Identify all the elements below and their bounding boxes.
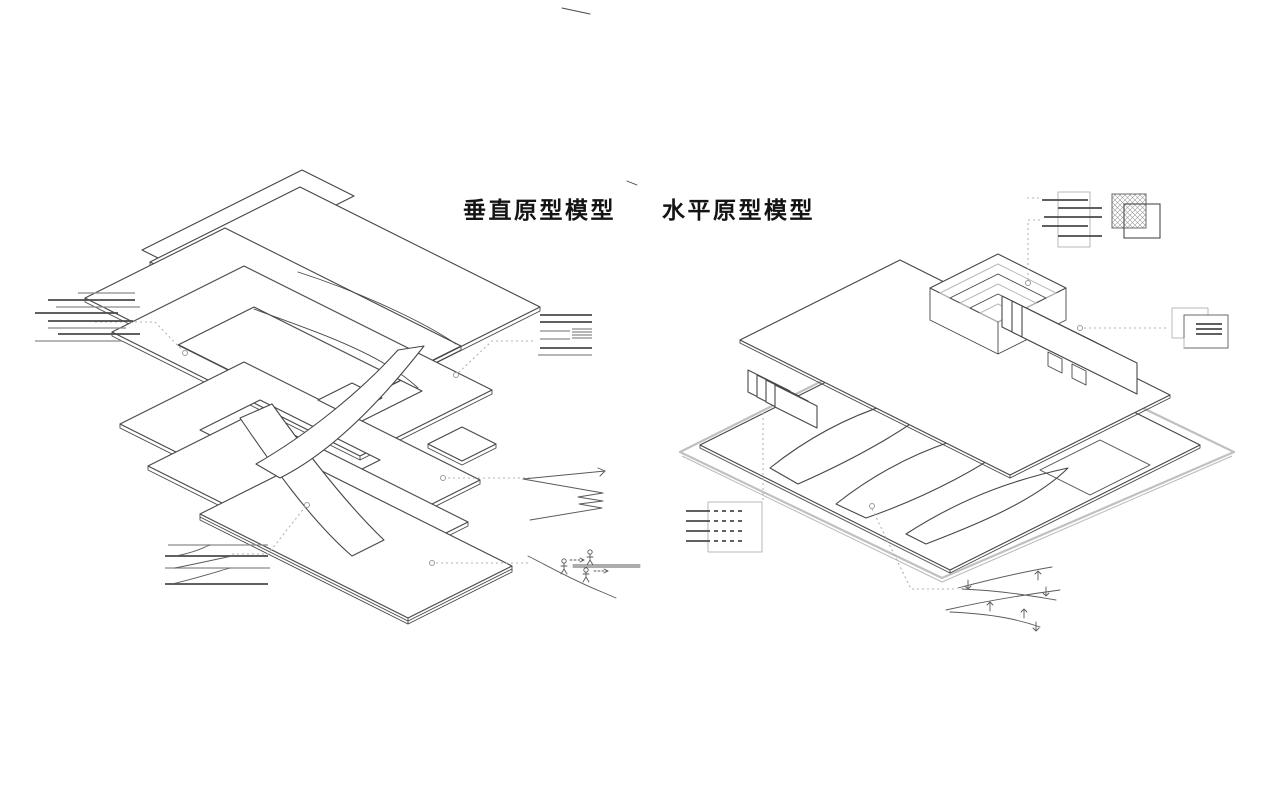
- person-figure: [560, 558, 568, 575]
- leader-line: [1027, 219, 1040, 280]
- plate-3-curve: [253, 308, 419, 389]
- stray-mark: [626, 180, 638, 186]
- text-note-left: [35, 292, 140, 342]
- hatched-squares-icon: [1111, 193, 1161, 239]
- connector-plate-thickness: [427, 443, 497, 466]
- horizontal-model-drawing: [678, 253, 1236, 583]
- arrowhead: [579, 557, 585, 563]
- vertical-model-title: 垂直原型模型: [463, 197, 616, 223]
- curved-flow-arrows-icon: [945, 566, 1061, 632]
- dashed-grid-panel-icon: [686, 501, 763, 553]
- ramp-curve: [175, 544, 211, 557]
- fin-notches: [1047, 351, 1087, 386]
- leader-dot: [1025, 280, 1031, 286]
- leader-dot: [453, 372, 459, 378]
- fin-walls-left: [747, 369, 818, 429]
- fin-wall: [1021, 305, 1138, 395]
- text-note-right: [538, 314, 592, 356]
- arrowhead: [603, 568, 609, 574]
- ramp-curve: [174, 555, 233, 569]
- overlapping-cards-icon: [1171, 307, 1229, 349]
- figures-on-slope-sketch-icon: [527, 549, 641, 599]
- plate-2-curve: [297, 271, 457, 345]
- flow-curve: [957, 566, 1053, 589]
- connector-plate: [427, 426, 497, 462]
- ladder-rungs: [1042, 199, 1102, 237]
- leader-dot: [429, 560, 435, 566]
- hatched-square: [1111, 193, 1147, 229]
- outline-square: [1123, 203, 1161, 239]
- panel-frame: [707, 501, 763, 553]
- curved-cutout: [905, 467, 1069, 545]
- ramp-curve: [171, 567, 231, 585]
- arrow-up: [1034, 570, 1042, 581]
- step-plate-outline: [1039, 439, 1151, 496]
- arrow-down: [1042, 586, 1050, 597]
- arrow-down: [964, 579, 972, 590]
- person-figure: [586, 549, 594, 566]
- person-figure: [582, 567, 590, 583]
- note-line: [540, 330, 570, 340]
- panel-leads: [686, 510, 710, 542]
- fin-walls-right: [1001, 295, 1138, 395]
- ramp-cross: [255, 345, 425, 479]
- leader-dot: [182, 350, 188, 356]
- fin-wall: [774, 384, 818, 429]
- card-front: [1183, 314, 1229, 349]
- leader-line: [457, 340, 533, 374]
- zigzag-ramp-sketch-icon: [522, 467, 606, 521]
- horizontal-model-title: 水平原型模型: [662, 197, 815, 223]
- card-lines: [1196, 323, 1222, 335]
- platform-line: [572, 564, 641, 568]
- zigzag-path: [522, 470, 606, 521]
- stray-mark: [561, 7, 591, 15]
- leader-lines: [95, 219, 1166, 590]
- leader-dot: [304, 502, 310, 508]
- stepped-pit: [929, 253, 1067, 355]
- roof-plate-thickness: [739, 339, 1171, 479]
- flow-curve: [945, 589, 1061, 611]
- arrow-down: [1032, 621, 1040, 632]
- middle-plate-thickness: [699, 444, 1201, 574]
- vertical-model-drawing: [84, 169, 541, 625]
- flow-curve: [949, 611, 1041, 628]
- ladder-frame: [1057, 191, 1091, 248]
- base-plate-thickness: [199, 513, 513, 625]
- arrow-up: [1020, 608, 1028, 619]
- note-block: [572, 328, 592, 339]
- ramp-section-sketch-icon: [165, 544, 270, 585]
- panel-dashes: [714, 510, 746, 542]
- leader-line: [232, 506, 306, 555]
- leader-dot: [1077, 325, 1083, 331]
- ground-plate-thickness: [681, 455, 1233, 583]
- leader-dot: [440, 475, 446, 481]
- leader-line: [95, 321, 184, 352]
- flow-curve: [961, 588, 1057, 601]
- arrowhead: [597, 467, 606, 477]
- ladder-grid-icon: [1027, 191, 1102, 248]
- slope-line: [527, 555, 617, 599]
- leader-dot: [869, 503, 875, 509]
- arrow-up: [986, 601, 994, 612]
- pit-walls: [929, 287, 1067, 355]
